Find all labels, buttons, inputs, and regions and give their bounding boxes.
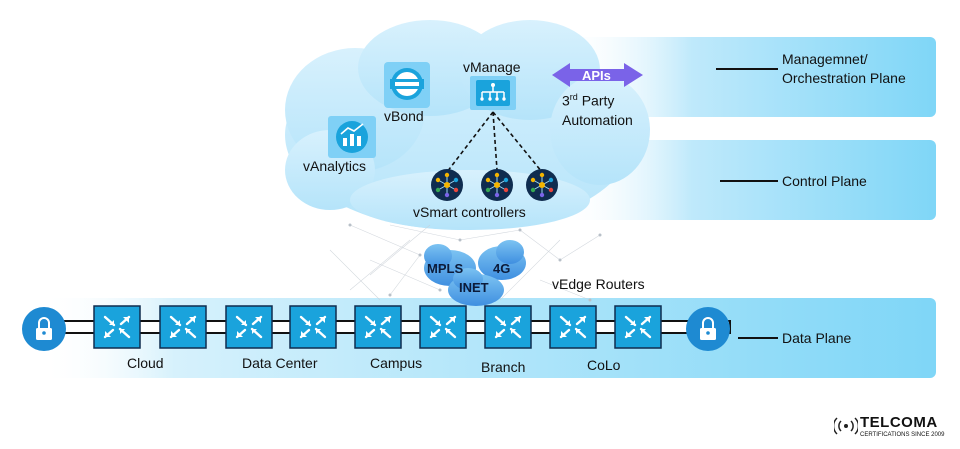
brand-logo: TELCOMA CERTIFICATIONS SINCE 2009 (834, 414, 954, 444)
signal-icon (834, 417, 858, 435)
vedge-router-icon (159, 305, 207, 349)
data-plane-label: Data Plane (782, 330, 852, 346)
control-plane-label: Control Plane (782, 173, 867, 189)
lock-icon (22, 307, 66, 351)
vedge-router-icon (484, 305, 532, 349)
management-plane-line2: Orchestration Plane (782, 70, 906, 86)
apis-label: APIs (582, 68, 611, 83)
vsmart-controller-icon (481, 169, 513, 201)
brand-name: TELCOMA (860, 414, 938, 431)
vedge-router-icon (549, 305, 597, 349)
vsmart-label: vSmart controllers (413, 204, 526, 220)
vedge-router-icon (354, 305, 402, 349)
management-plane-line1: Managemnet/ (782, 51, 868, 67)
vedge-router-icon (93, 305, 141, 349)
inet-label: INET (459, 280, 489, 295)
vmanage-label: vManage (463, 59, 521, 75)
vedge-label: vEdge Routers (552, 276, 645, 292)
control-links (446, 111, 543, 173)
vsmart-controller-icon (526, 169, 558, 201)
mesh-texture (329, 224, 601, 301)
third-party-num: 3 (562, 92, 570, 109)
vbond-icon (384, 62, 430, 108)
site-cloud: Cloud (127, 355, 164, 371)
apis-arrow (552, 63, 643, 87)
vanalytics-label: vAnalytics (303, 158, 367, 174)
site-branch: Branch (481, 359, 526, 375)
transport-clouds (424, 240, 526, 306)
vsmart-controller-icon (431, 169, 463, 201)
site-data-center: Data Center (242, 355, 318, 371)
mpls-label: MPLS (427, 261, 464, 276)
site-colo: CoLo (587, 357, 621, 373)
management-plane-label: Managemnet/ Orchestration Plane (782, 50, 906, 88)
third-party-word: Party (581, 92, 615, 109)
management-band (560, 37, 936, 117)
vmanage-icon (470, 76, 516, 110)
vedge-router-icon (225, 305, 273, 349)
brand-tagline: CERTIFICATIONS SINCE 2009 (860, 432, 945, 438)
third-party-sup: rd (569, 92, 578, 102)
vanalytics-icon (328, 116, 376, 158)
lock-icon (686, 307, 730, 351)
vedge-router-icon (419, 305, 467, 349)
lte-label: 4G (493, 261, 511, 276)
site-campus: Campus (370, 355, 423, 371)
third-party-label: 3rd Party (562, 92, 614, 109)
vedge-router-icon (289, 305, 337, 349)
vbond-label: vBond (384, 108, 424, 124)
automation-label: Automation (562, 112, 633, 128)
vedge-router-icon (614, 305, 662, 349)
